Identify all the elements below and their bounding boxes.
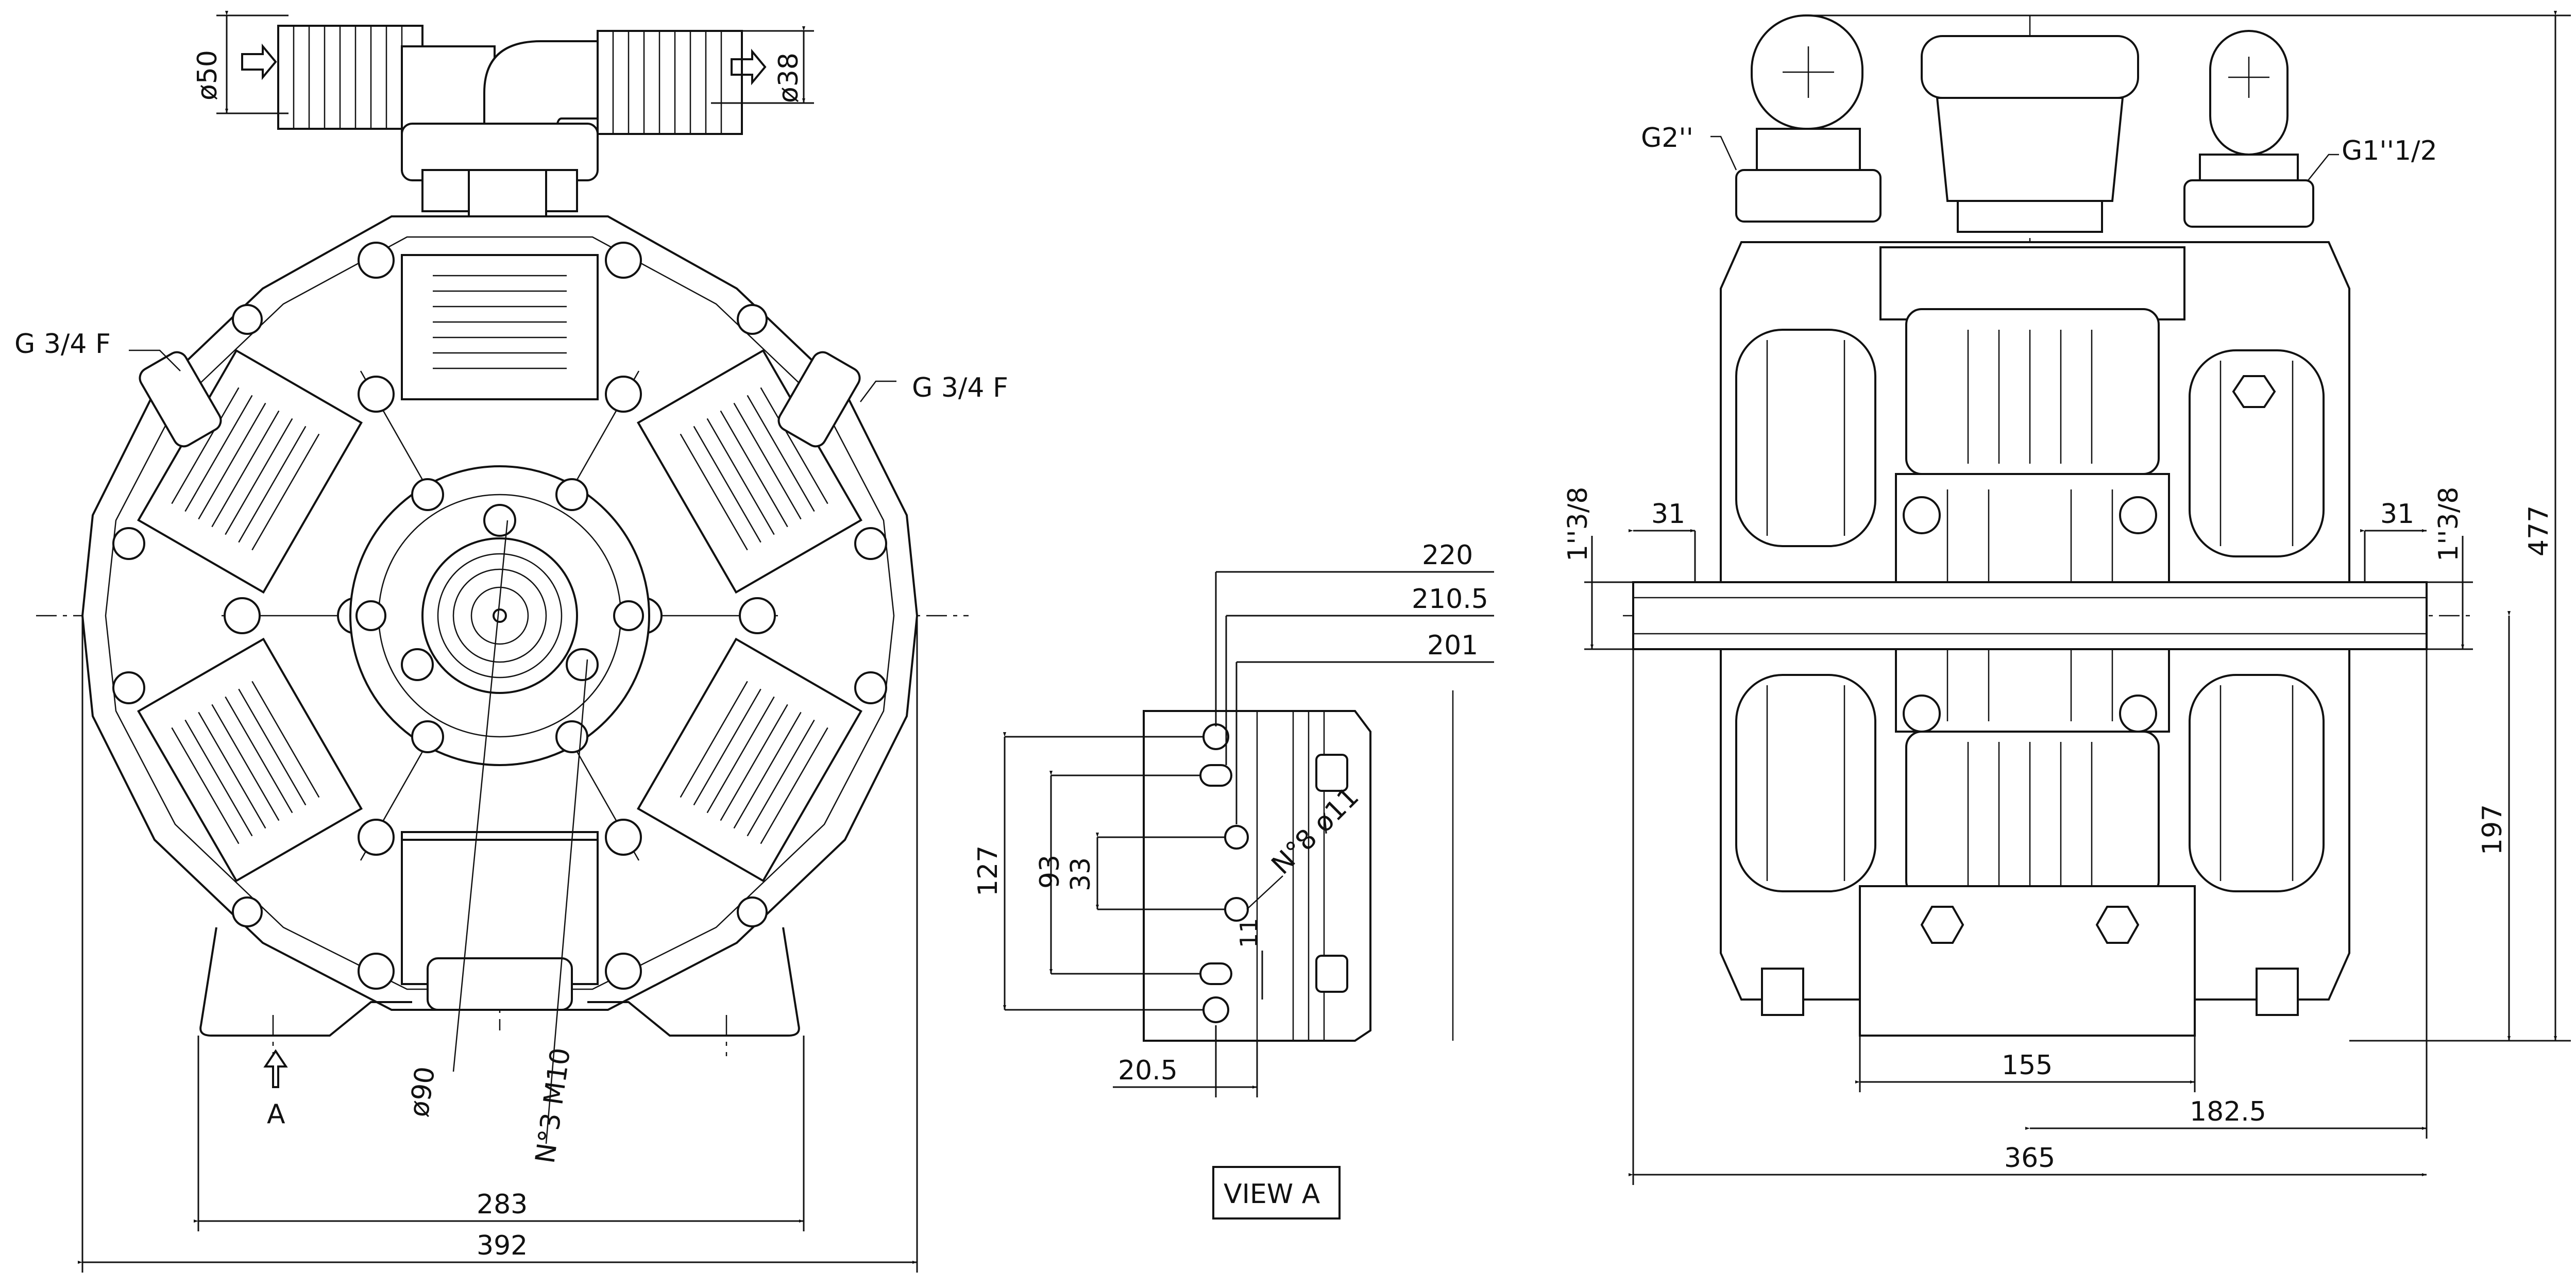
view-a-title-box <box>1212 1166 1341 1220</box>
outlet-diameter-label: ø38 <box>773 53 804 103</box>
hub-diameter-label: ø90 <box>403 1064 441 1119</box>
dim-20-5: 20.5 <box>1118 1055 1178 1086</box>
dim-155: 155 <box>2002 1050 2053 1081</box>
dim-477: 477 <box>2523 505 2554 556</box>
dim-220: 220 <box>1422 540 1473 571</box>
dim-201: 201 <box>1427 630 1478 661</box>
dim-392: 392 <box>477 1230 528 1261</box>
center-top-dome <box>1921 35 2139 233</box>
dim-93: 93 <box>1035 855 1065 889</box>
front-view: ø50 ø38 <box>14 11 1008 1273</box>
right-top-fitting <box>2183 30 2314 228</box>
left-top-fitting <box>1735 14 1882 223</box>
dim-365: 365 <box>2004 1143 2055 1174</box>
right-port-label: G 3/4 F <box>912 372 1008 403</box>
shaft-left-label: 1''3/8 <box>1563 487 1594 562</box>
dim-127: 127 <box>973 845 1004 896</box>
side-cylinder-left <box>1735 329 1876 892</box>
side-view: G2'' G1''1/2 1''3/8 1''3/8 31 31 477 197… <box>1563 11 2571 1185</box>
dim-283: 283 <box>477 1189 528 1220</box>
view-a-arrow-label: A <box>267 1099 285 1130</box>
mounting-foot <box>199 927 412 1037</box>
left-port-label-side: G2'' <box>1641 123 1693 154</box>
dim-182-5: 182.5 <box>2190 1096 2266 1127</box>
dim-197: 197 <box>2477 804 2508 855</box>
dim-11: 11 <box>1235 918 1263 948</box>
side-cylinder-right <box>2189 349 2325 892</box>
dim-31-right: 31 <box>2380 499 2414 530</box>
hub-bolts-label: N°3 M10 <box>530 1046 577 1165</box>
dim-33: 33 <box>1065 857 1096 891</box>
right-port-label-side: G1''1/2 <box>2342 136 2437 166</box>
view-a-title: VIEW A <box>1224 1179 1320 1210</box>
left-port-label: G 3/4 F <box>14 329 111 360</box>
inlet-diameter-label: ø50 <box>192 50 223 100</box>
dim-210-5: 210.5 <box>1412 584 1488 615</box>
view-a: 220 210.5 201 127 93 33 11 N°8 ø11 20.5 … <box>973 540 1494 1220</box>
central-hub <box>349 465 650 766</box>
through-shaft <box>1632 581 2428 650</box>
dim-31-left: 31 <box>1651 499 1685 530</box>
shaft-right-label: 1''3/8 <box>2433 487 2464 562</box>
